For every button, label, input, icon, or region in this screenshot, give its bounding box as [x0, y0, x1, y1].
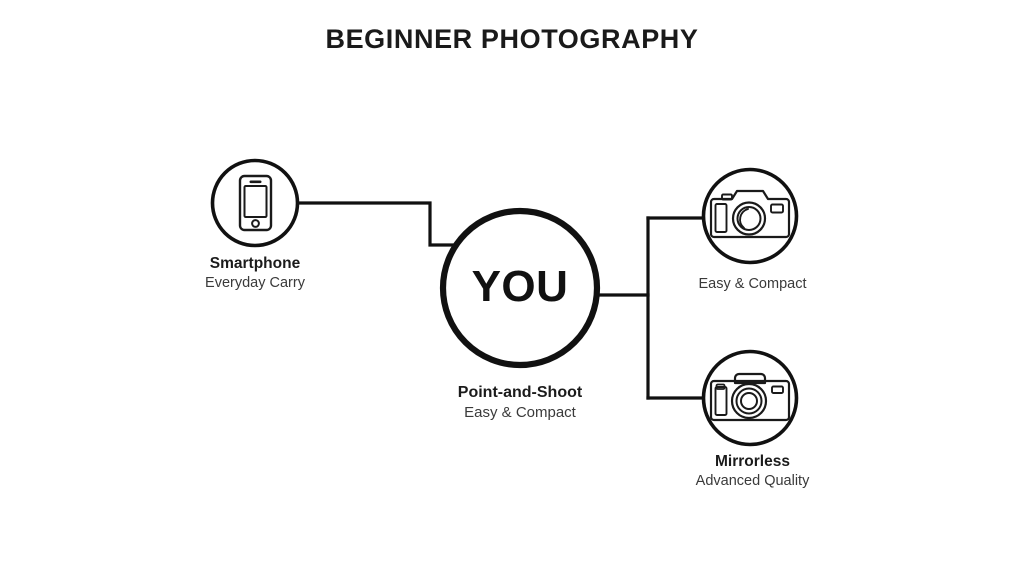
label-smartphone-name: Smartphone: [209, 255, 301, 272]
compact-camera-icon: [709, 189, 791, 239]
page-title: BEGINNER PHOTOGRAPHY: [325, 24, 699, 54]
node-mirrorless-circle[interactable]: [701, 349, 799, 447]
node-mirrorless[interactable]: [701, 349, 799, 447]
label-center-sub: Easy & Compact: [464, 404, 576, 422]
label-mirrorless-sub: Advanced Quality: [695, 473, 810, 490]
node-you-label: YOU: [471, 262, 569, 311]
label-mirrorless-name: Mirrorless: [715, 453, 790, 470]
node-compact-camera-circle[interactable]: [701, 167, 799, 265]
label-center: Point-and-Shoot Easy & Compact: [410, 382, 630, 423]
mirrorless-camera-icon: [709, 372, 791, 422]
node-compact-camera[interactable]: [701, 167, 799, 265]
connector-smartphone-to-you: [296, 201, 454, 247]
node-you-circle[interactable]: [439, 207, 601, 369]
label-smartphone: Smartphone Everyday Carry: [155, 254, 355, 294]
label-smartphone-sub: Everyday Carry: [205, 275, 305, 292]
label-mirrorless: Mirrorless Advanced Quality: [650, 452, 855, 492]
connector-you-to-right-branch: [598, 216, 707, 400]
smartphone-icon: [238, 174, 273, 232]
label-center-name: Point-and-Shoot: [457, 384, 583, 401]
label-compact-camera: Easy & Compact: [655, 275, 850, 294]
label-compact-camera-sub: Easy & Compact: [698, 276, 807, 292]
node-smartphone[interactable]: [210, 158, 300, 248]
node-you[interactable]: [439, 207, 601, 369]
node-smartphone-circle[interactable]: [210, 158, 300, 248]
